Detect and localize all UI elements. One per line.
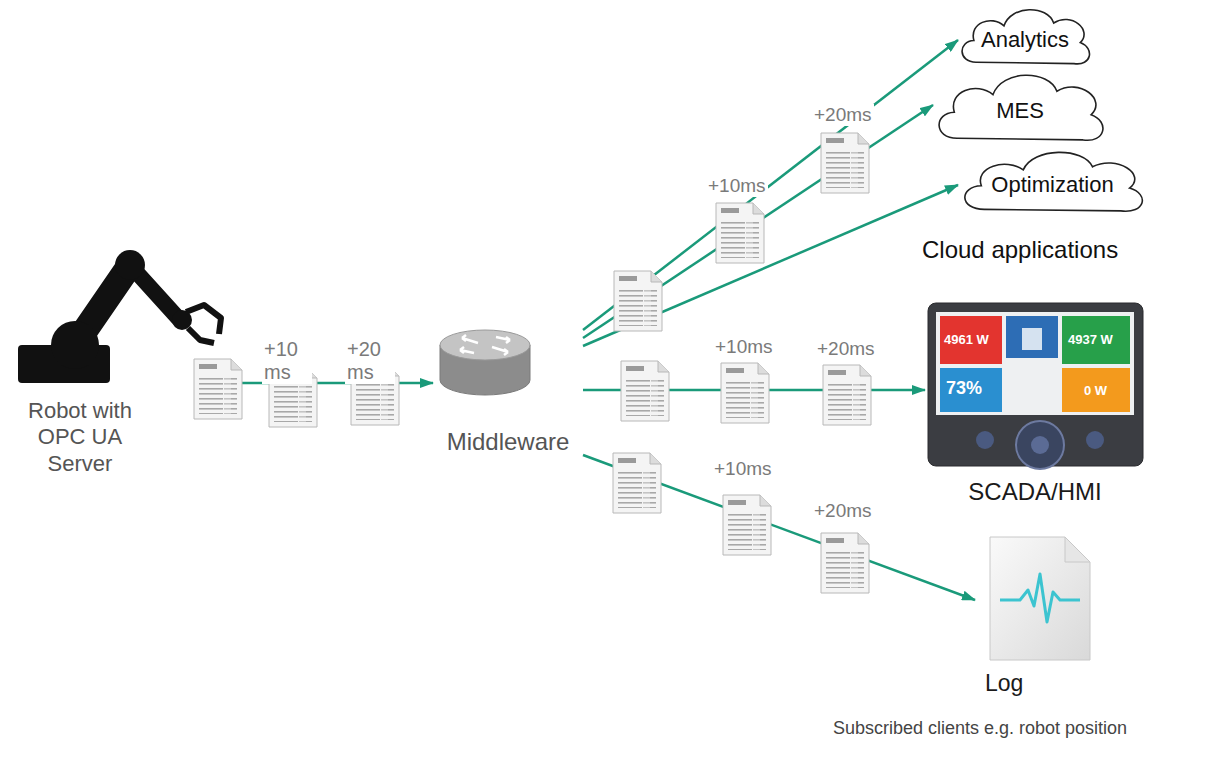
data-flow-arrow xyxy=(583,185,958,346)
node-label: SCADA/HMI xyxy=(925,478,1145,507)
node-label: Optimization xyxy=(991,166,1113,198)
screen-value: 0 W xyxy=(1084,384,1107,399)
node-label: Log xyxy=(985,670,1085,698)
screen-value: 73% xyxy=(946,378,982,399)
data-packets xyxy=(194,133,871,593)
robot-node: Robot with OPC UA Server xyxy=(15,250,195,495)
caption-label: Cloud applications xyxy=(922,236,1118,264)
latency-label: +10ms xyxy=(706,175,768,197)
caption-label: Subscribed clients e.g. robot position xyxy=(830,718,1130,739)
log-document-icon xyxy=(990,537,1090,660)
latency-label: +20ms xyxy=(815,338,877,360)
node-label: Robot with OPC UA Server xyxy=(15,398,145,477)
latency-label: +10ms xyxy=(713,336,775,358)
data-flow-arrow xyxy=(583,105,933,338)
cloud-node: Optimization xyxy=(955,144,1150,220)
router-icon xyxy=(440,330,530,395)
log-node: Log xyxy=(975,533,1095,708)
middleware-node: Middleware xyxy=(433,318,583,468)
cloud-node: MES xyxy=(930,66,1110,150)
latency-label: +10ms xyxy=(712,458,774,480)
latency-label: +20ms xyxy=(812,104,874,126)
hmi-panel xyxy=(928,303,1143,469)
node-label: Analytics xyxy=(981,21,1069,53)
latency-label: +20ms xyxy=(812,500,874,522)
node-label: Middleware xyxy=(433,428,583,457)
latency-label: +10ms xyxy=(262,338,312,384)
screen-value: 4961 W xyxy=(944,333,989,348)
screen-value: 4937 W xyxy=(1068,333,1113,348)
node-label: MES xyxy=(996,92,1044,124)
data-flow-arrow xyxy=(583,40,958,330)
latency-label: +20ms xyxy=(345,338,395,384)
cloud-node: Analytics xyxy=(955,2,1095,72)
robot-arm xyxy=(18,250,221,383)
